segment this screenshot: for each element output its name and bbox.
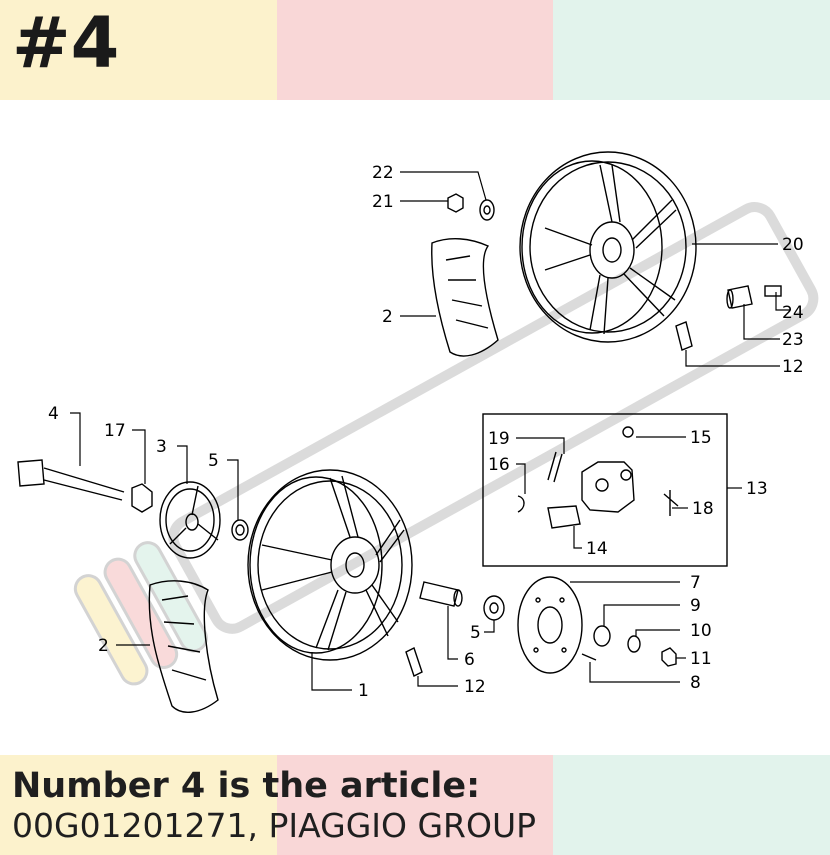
callout-15: 15: [690, 428, 712, 448]
nut-17: [131, 483, 153, 513]
callout-18: 18: [692, 499, 714, 519]
callout-2-upper: 2: [382, 307, 393, 327]
band-pink: [276, 0, 554, 100]
callout-10: 10: [690, 621, 712, 641]
mudguard-lower: [148, 580, 219, 713]
washer-22: [479, 199, 495, 221]
bolt-8: [581, 653, 597, 661]
callout-11: 11: [690, 649, 712, 669]
band-mint: [553, 0, 830, 100]
callout-5-left: 5: [208, 451, 219, 471]
callout-2-lower: 2: [98, 636, 109, 656]
pin-19: [547, 451, 563, 483]
callout-6: 6: [464, 650, 475, 670]
pad-pin-18: [663, 490, 679, 516]
callout-23: 23: [782, 330, 804, 350]
valve-12-upper: [675, 321, 693, 351]
caption-heading: Number 4 is the article:: [12, 766, 481, 806]
washer-10: [627, 635, 641, 653]
front-wheel-rim: [247, 469, 413, 661]
bleed-screw-15: [622, 426, 634, 438]
callout-labels: 22 21 20 2 24 23 12 4 17 3 5 19 15 16 13…: [48, 163, 804, 701]
callout-7: 7: [690, 573, 701, 593]
rear-wheel-rim: [519, 151, 697, 343]
bearing-5-left: [231, 519, 249, 541]
callout-13: 13: [746, 479, 768, 499]
exploded-parts-diagram: 22 21 20 2 24 23 12 4 17 3 5 19 15 16 13…: [17, 151, 819, 713]
pad-spring-14: [547, 505, 581, 529]
nut-11: [661, 647, 677, 667]
callout-8: 8: [690, 673, 701, 693]
callout-21: 21: [372, 192, 394, 212]
brake-disc-7: [517, 576, 583, 674]
caption-article-code: 00G01201271, PIAGGIO GROUP: [12, 806, 537, 846]
callout-16: 16: [488, 455, 510, 475]
nut-21: [447, 193, 464, 213]
bolt-24: [764, 285, 782, 297]
valve-12-lower: [405, 647, 423, 677]
bearing-5-right: [483, 595, 505, 621]
bottom-color-band: [0, 755, 830, 855]
callout-9: 9: [690, 596, 701, 616]
callout-17: 17: [104, 421, 126, 441]
spacer-23: [726, 285, 753, 309]
band-pink-bottom: [276, 755, 554, 855]
callout-1: 1: [358, 681, 369, 701]
callout-19: 19: [488, 429, 510, 449]
band-mint-bottom: [553, 755, 830, 855]
band-yellow: [0, 0, 277, 100]
callout-24: 24: [782, 303, 804, 323]
brake-caliper: [581, 461, 635, 513]
callout-4: 4: [48, 404, 59, 424]
callout-14: 14: [586, 539, 608, 559]
callout-20: 20: [782, 235, 804, 255]
callout-5-right: 5: [470, 623, 481, 643]
brake-caliper-group-box: [482, 413, 728, 567]
article-caption: Number 4 is the article: 00G01201271, PI…: [12, 766, 822, 846]
part-number-badge: #4: [12, 2, 120, 84]
callout-12-lower: 12: [464, 677, 486, 697]
clip-16: [517, 495, 525, 513]
leader-lines: [70, 171, 790, 691]
callout-12-upper: 12: [782, 357, 804, 377]
spacer-6: [419, 581, 463, 607]
mudguard-upper: [431, 238, 499, 357]
spacer-9: [593, 625, 611, 647]
band-yellow-bottom: [0, 755, 277, 855]
top-color-band: [0, 0, 830, 100]
callout-3: 3: [156, 437, 167, 457]
gear-drive-3: [159, 481, 221, 559]
callout-22: 22: [372, 163, 394, 183]
axle-4: [17, 459, 125, 501]
